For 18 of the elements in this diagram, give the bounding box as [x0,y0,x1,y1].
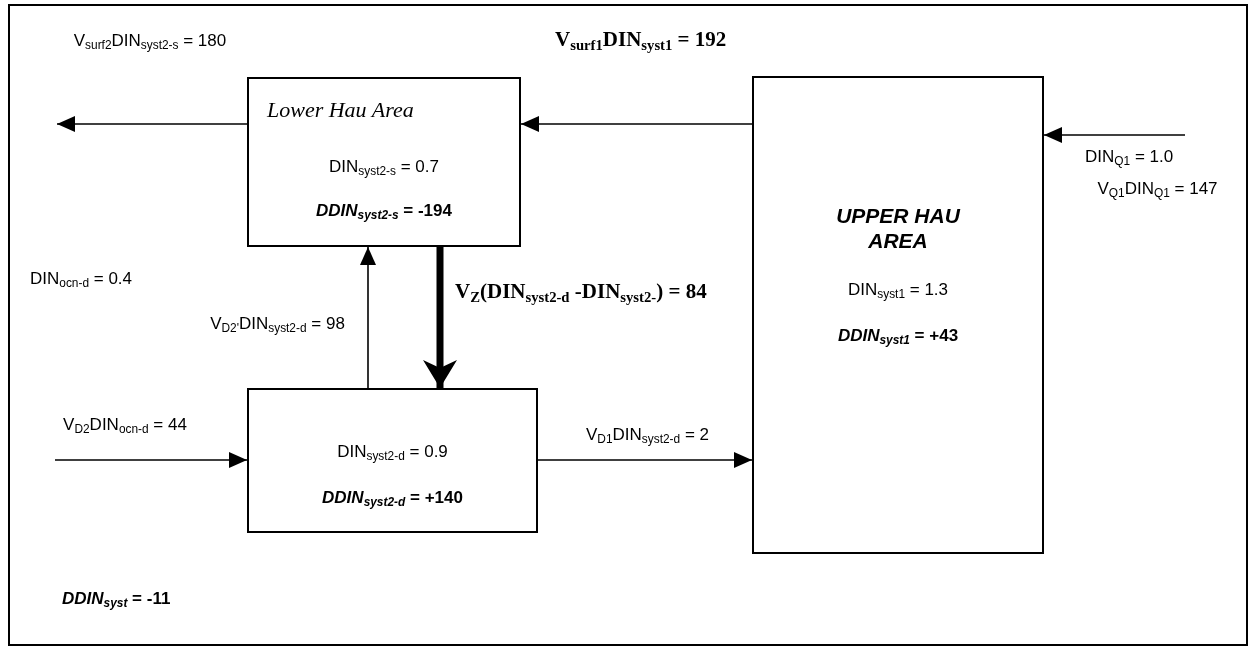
process-box [247,77,521,247]
box-value: DIN$_{syst1}$ = 1.3 [846,280,950,302]
box-title: Lower Hau Area [266,97,415,124]
arrow [54,452,248,468]
arrow [1043,127,1186,143]
process-box [752,76,1044,554]
arrow [520,116,753,132]
arrow [423,247,457,388]
arrow [537,452,753,468]
process-box [247,388,538,533]
arrow [56,116,248,132]
box-value: DDIN$_{syst2-d}$ = +140 [321,488,464,510]
box-title: UPPER HAU AREA [835,203,962,254]
box-value: DIN$_{syst2-s}$ = 0.7 [328,157,440,179]
box-value: DDIN$_{syst1}$ = +43 [836,326,960,348]
box-value: DDIN$_{syst2-s}$ = -194 [315,201,453,223]
arrow [360,246,376,389]
box-value: DIN$_{syst2-d}$ = 0.9 [336,442,449,464]
